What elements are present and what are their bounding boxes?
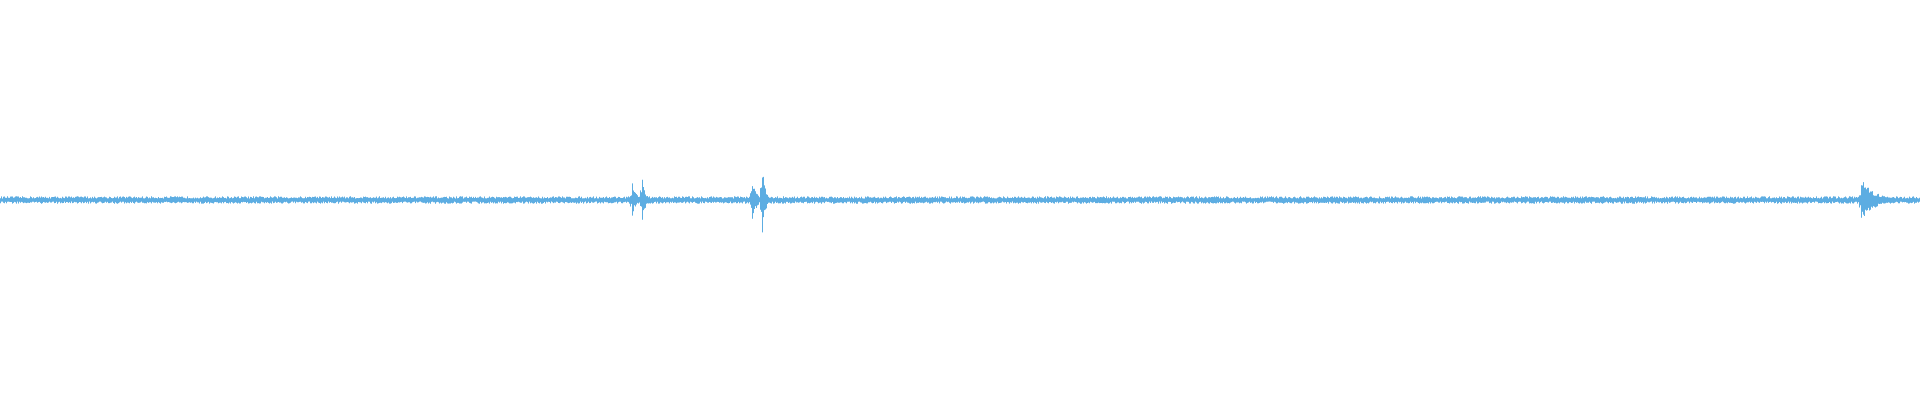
waveform-trace	[0, 176, 1920, 233]
